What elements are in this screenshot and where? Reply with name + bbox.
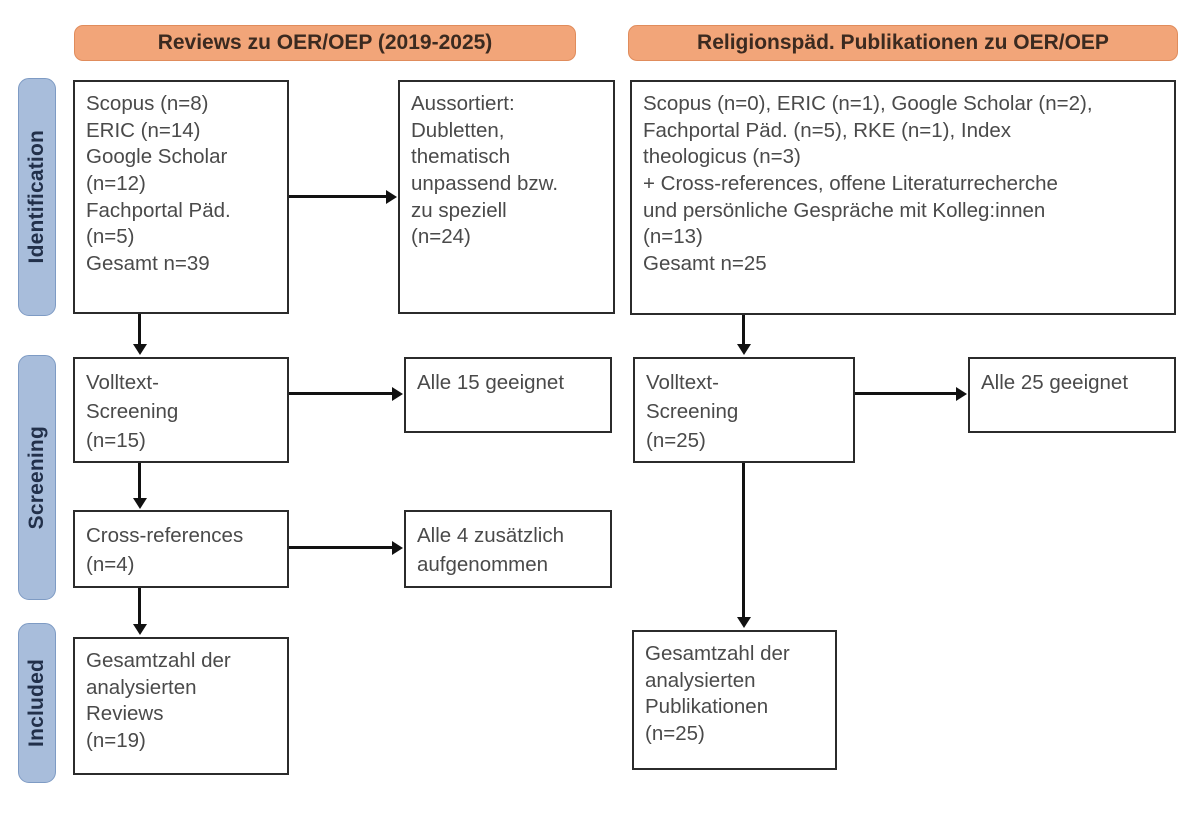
stage-label-identification-text: Identification	[25, 130, 48, 264]
box-left-included-total: Gesamtzahl der analysierten Reviews (n=1…	[73, 637, 289, 775]
connector-right-sources-to-screening	[742, 315, 745, 345]
arrowhead-left-sources-to-screening	[132, 344, 147, 355]
arrowhead-left-crossrefs-to-included	[132, 624, 147, 635]
box-left-cross-references-result-text: Alle 4 zusätzlich aufgenommen	[417, 524, 564, 577]
box-right-included-total-text: Gesamtzahl der analysierten Publikatione…	[645, 642, 790, 745]
box-left-identification-sources: Scopus (n=8) ERIC (n=14) Google Scholar …	[73, 80, 289, 314]
box-left-excluded-text: Aussortiert: Dubletten, thematisch unpas…	[411, 92, 559, 249]
box-right-identification-sources-text: Scopus (n=0), ERIC (n=1), Google Scholar…	[643, 92, 1093, 275]
box-right-fulltext-result-text: Alle 25 geeignet	[981, 371, 1129, 394]
box-left-fulltext-screening-text: Volltext- Screening (n=15)	[86, 371, 179, 453]
arrowhead-right-screening-to-included	[736, 617, 751, 628]
box-right-fulltext-screening: Volltext- Screening (n=25)	[633, 357, 855, 463]
box-left-cross-references: Cross-references (n=4)	[73, 510, 289, 588]
connector-right-screening-to-result	[855, 392, 957, 395]
connector-left-sources-to-screening	[138, 314, 141, 345]
connector-left-crossrefs-to-result	[289, 546, 394, 549]
arrowhead-left-screening-to-crossrefs	[132, 498, 147, 509]
stage-label-identification: Identification	[18, 78, 56, 316]
stage-label-screening-text: Screening	[25, 425, 48, 530]
stage-label-included: Included	[18, 623, 56, 783]
arrowhead-right-screening-to-result	[956, 386, 967, 401]
column-header-publications: Religionspäd. Publikationen zu OER/OEP	[628, 25, 1178, 61]
box-left-included-total-text: Gesamtzahl der analysierten Reviews (n=1…	[86, 649, 231, 752]
stage-label-included-text: Included	[25, 659, 48, 747]
column-header-reviews: Reviews zu OER/OEP (2019-2025)	[74, 25, 576, 61]
connector-left-screening-to-crossrefs	[138, 463, 141, 499]
box-left-fulltext-result-text: Alle 15 geeignet	[417, 371, 565, 394]
connector-right-screening-to-included	[742, 463, 745, 618]
arrowhead-right-sources-to-screening	[736, 344, 751, 355]
box-right-fulltext-screening-text: Volltext- Screening (n=25)	[646, 371, 739, 453]
box-right-included-total: Gesamtzahl der analysierten Publikatione…	[632, 630, 837, 770]
box-left-fulltext-screening: Volltext- Screening (n=15)	[73, 357, 289, 463]
box-left-identification-sources-text: Scopus (n=8) ERIC (n=14) Google Scholar …	[86, 92, 231, 275]
box-left-fulltext-result: Alle 15 geeignet	[404, 357, 612, 433]
arrowhead-left-sources-to-excluded	[386, 189, 397, 204]
connector-left-crossrefs-to-included	[138, 588, 141, 625]
arrowhead-left-crossrefs-to-result	[392, 540, 403, 555]
connector-left-screening-to-result	[289, 392, 394, 395]
connector-left-sources-to-excluded	[289, 195, 388, 198]
column-header-reviews-text: Reviews zu OER/OEP (2019-2025)	[157, 31, 493, 54]
box-right-identification-sources: Scopus (n=0), ERIC (n=1), Google Scholar…	[630, 80, 1176, 315]
stage-label-screening: Screening	[18, 355, 56, 600]
column-header-publications-text: Religionspäd. Publikationen zu OER/OEP	[697, 31, 1109, 54]
box-left-cross-references-result: Alle 4 zusätzlich aufgenommen	[404, 510, 612, 588]
box-left-cross-references-text: Cross-references (n=4)	[86, 524, 244, 577]
box-left-excluded: Aussortiert: Dubletten, thematisch unpas…	[398, 80, 615, 314]
arrowhead-left-screening-to-result	[392, 386, 403, 401]
box-right-fulltext-result: Alle 25 geeignet	[968, 357, 1176, 433]
